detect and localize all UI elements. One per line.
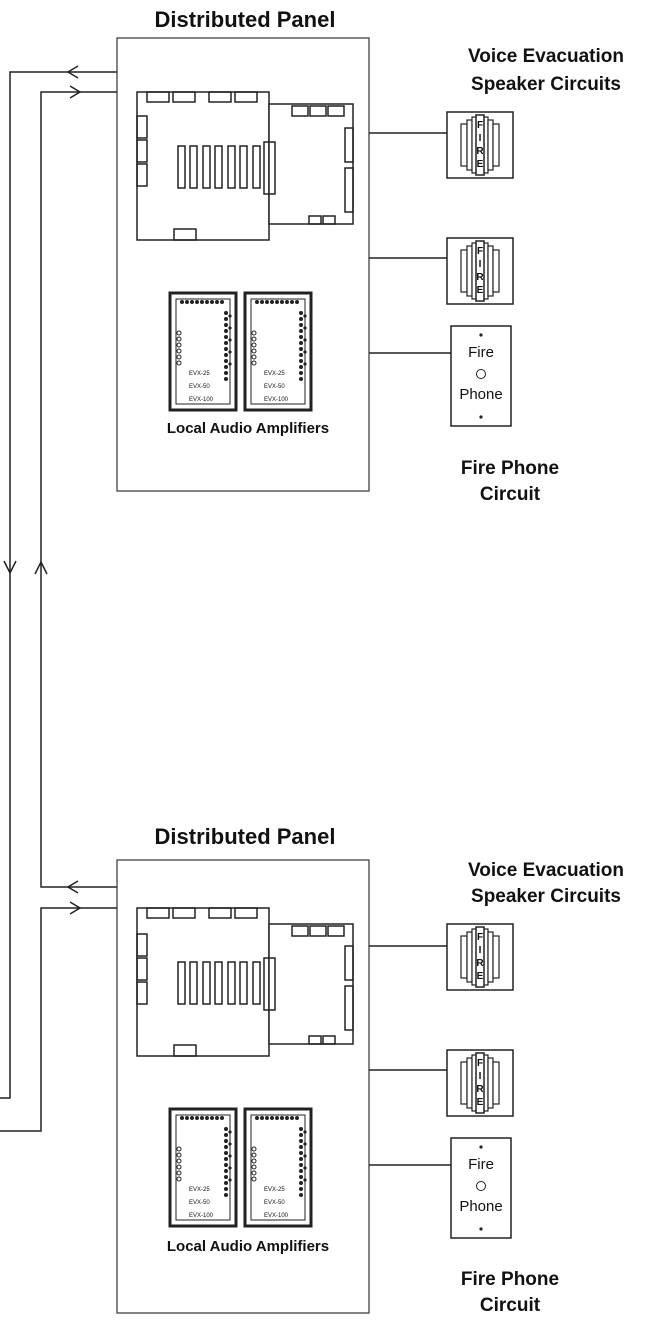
svg-text:F: F	[477, 932, 483, 943]
svg-text:F: F	[477, 246, 483, 257]
riser-arrows	[3, 65, 82, 915]
svg-text:EVX-100: EVX-100	[189, 397, 214, 403]
svg-text:EVX-50: EVX-50	[264, 1200, 285, 1206]
svg-text:F: F	[477, 1058, 483, 1069]
amplifier-2: EVX-25 EVX-50 EVX-100	[243, 1107, 313, 1228]
speaker-label-line2: Speaker Circuits	[471, 74, 621, 95]
panel-title: Distributed Panel	[155, 7, 336, 32]
svg-text:I: I	[479, 1071, 482, 1082]
svg-text:Phone: Phone	[459, 1198, 502, 1215]
amplifier-2: EVX-25 EVX-50 EVX-100	[243, 291, 313, 412]
svg-text:Fire: Fire	[468, 1156, 494, 1173]
amplifier-1: EVX-25 EVX-50 EVX-100	[168, 291, 238, 412]
circuit-wires	[369, 132, 451, 354]
svg-text:Phone: Phone	[459, 386, 502, 403]
svg-text:EVX-50: EVX-50	[189, 1200, 210, 1206]
fire-phone-label-line2: Circuit	[480, 1295, 541, 1316]
speaker-strobe-1: F I R E	[446, 111, 514, 179]
svg-text:EVX-25: EVX-25	[264, 1187, 285, 1193]
speaker-label-line1: Voice Evacuation	[468, 860, 624, 881]
svg-text:E: E	[477, 159, 484, 170]
svg-text:E: E	[477, 971, 484, 982]
fire-phone-label-line2: Circuit	[480, 484, 541, 505]
amplifiers-label: Local Audio Amplifiers	[167, 1238, 329, 1255]
svg-text:EVX-100: EVX-100	[264, 397, 289, 403]
svg-text:I: I	[479, 945, 482, 956]
svg-text:EVX-25: EVX-25	[189, 371, 210, 377]
control-board	[136, 907, 354, 1057]
svg-text:EVX-50: EVX-50	[189, 384, 210, 390]
speaker-label-line2: Speaker Circuits	[471, 886, 621, 907]
amplifier-1: EVX-25 EVX-50 EVX-100	[168, 1107, 238, 1228]
svg-text:EVX-50: EVX-50	[264, 384, 285, 390]
svg-text:I: I	[479, 133, 482, 144]
svg-text:R: R	[476, 1084, 484, 1095]
riser-wiring	[0, 71, 117, 1132]
svg-text:R: R	[476, 146, 484, 157]
svg-text:E: E	[477, 285, 484, 296]
panel-title: Distributed Panel	[155, 824, 336, 849]
amplifiers-label: Local Audio Amplifiers	[167, 420, 329, 437]
svg-text:EVX-100: EVX-100	[264, 1213, 289, 1219]
svg-text:EVX-25: EVX-25	[189, 1187, 210, 1193]
svg-text:I: I	[479, 259, 482, 270]
fire-phone-jack: Fire Phone	[450, 325, 512, 427]
svg-text:EVX-100: EVX-100	[189, 1213, 214, 1219]
speaker-label-line1: Voice Evacuation	[468, 46, 624, 67]
svg-text:R: R	[476, 272, 484, 283]
panel-2: Distributed Panel EVX-25 EVX-50 EVX-100	[116, 824, 624, 1316]
circuit-wires	[369, 945, 451, 1166]
svg-text:Fire: Fire	[468, 344, 494, 361]
svg-text:F: F	[477, 120, 483, 131]
svg-text:EVX-25: EVX-25	[264, 371, 285, 377]
fire-phone-jack: Fire Phone	[450, 1137, 512, 1239]
fire-phone-label-line1: Fire Phone	[461, 1269, 559, 1290]
svg-text:R: R	[476, 958, 484, 969]
control-board	[136, 91, 354, 241]
speaker-strobe-2: F I R E	[446, 1049, 514, 1117]
svg-text:E: E	[477, 1097, 484, 1108]
speaker-strobe-2: F I R E	[446, 237, 514, 305]
panel-1: Distributed Panel EVX-25 EVX-50 EVX-100	[116, 7, 624, 505]
fire-phone-label-line1: Fire Phone	[461, 458, 559, 479]
speaker-strobe-1: F I R E	[446, 923, 514, 991]
